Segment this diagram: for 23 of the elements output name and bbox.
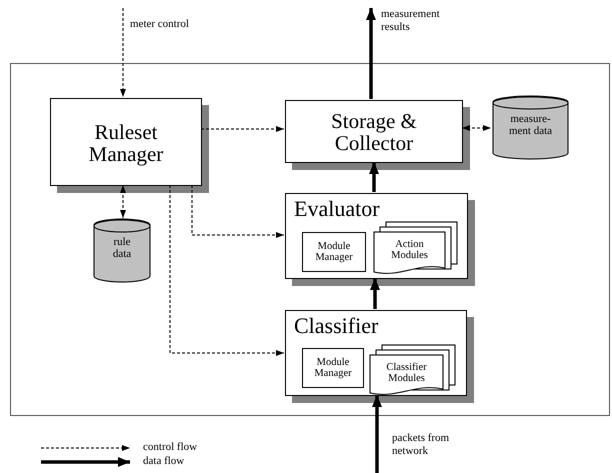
- arrow: [192, 184, 284, 238]
- arrow: [366, 8, 376, 99]
- box-heading: Classifier: [294, 314, 378, 338]
- arrow: [120, 184, 126, 218]
- node-label: Classifier Modules: [385, 362, 428, 384]
- node-label: rule data: [112, 237, 132, 260]
- system-boundary: [10, 63, 610, 416]
- box-heading: Evaluator: [294, 197, 380, 220]
- process-box: [302, 232, 366, 272]
- arrow: [200, 126, 284, 132]
- process-box: [302, 348, 364, 388]
- node-label: measure- ment data: [508, 114, 554, 138]
- arrow: [170, 184, 284, 356]
- arrow: [462, 125, 492, 131]
- node-label: Storage & Collector: [330, 110, 418, 155]
- arrow: [372, 395, 382, 473]
- node-label: Module Manager: [314, 241, 354, 264]
- node-label: Action Modules: [390, 239, 429, 262]
- arrow: [370, 278, 380, 309]
- node-label: Ruleset Manager: [88, 120, 164, 166]
- arrow: [369, 162, 379, 192]
- arrow: [120, 8, 126, 98]
- node-label: Module Manager: [313, 357, 353, 380]
